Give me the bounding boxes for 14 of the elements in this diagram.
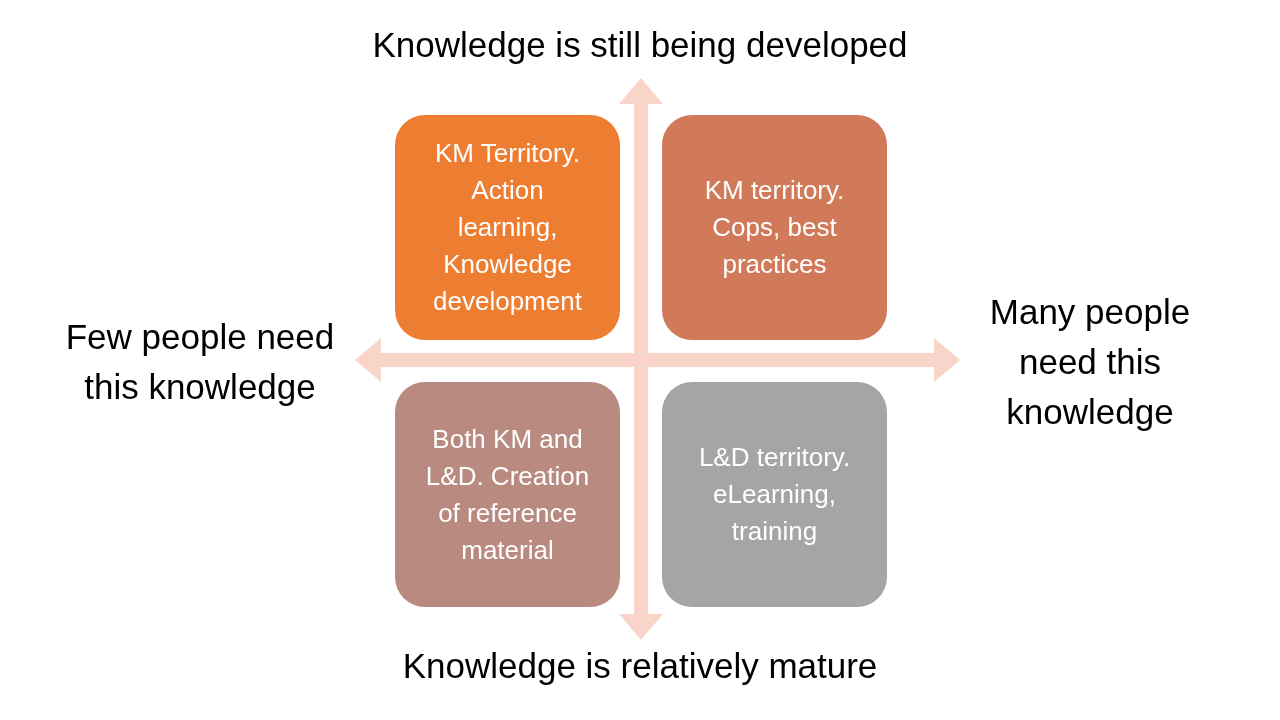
quadrant-box	[662, 115, 887, 340]
axis-label: Knowledge is still being developed	[372, 24, 908, 66]
axis-label: Knowledge is relatively mature	[402, 645, 878, 687]
block-arrow	[619, 78, 663, 640]
quadrant-text: L&D territory. eLearning, training	[697, 441, 852, 548]
quadrant-text: KM territory. Cops, best practices	[703, 174, 846, 281]
quadrant-box	[395, 382, 620, 607]
quadrant-text: Both KM and L&D. Creation of reference material	[424, 422, 591, 567]
axis-label: Few people need this knowledge	[64, 316, 336, 408]
block-arrow	[355, 338, 960, 382]
axis-label: Many people need this knowledge	[988, 291, 1192, 433]
quadrant-box	[662, 382, 887, 607]
quadrant-text: KM Territory. Action learning, Knowledge development	[432, 137, 583, 318]
quadrant-box	[395, 115, 620, 340]
